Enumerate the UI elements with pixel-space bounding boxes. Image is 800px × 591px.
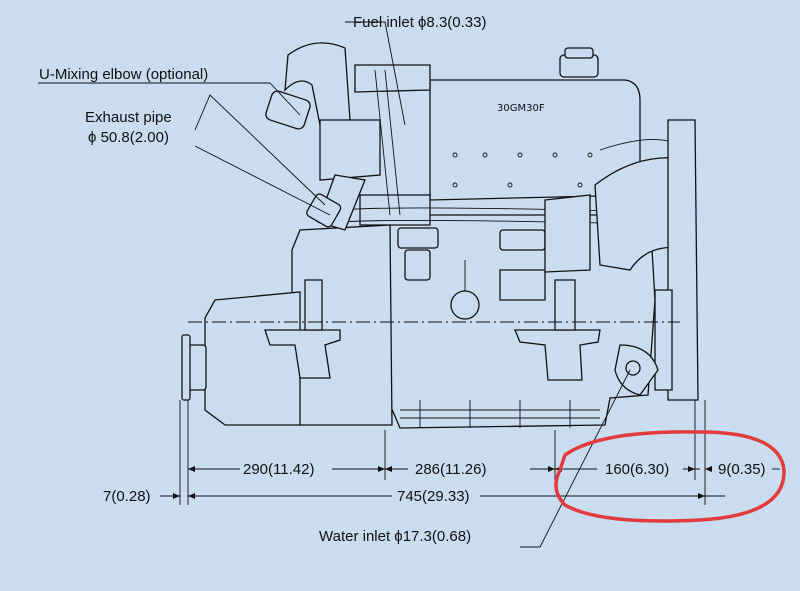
dimension-lines (160, 400, 780, 505)
dimension-9: 9(0.35) (718, 461, 766, 478)
fuel-inlet-label: Fuel inlet ϕ8.3(0.33) (353, 14, 486, 31)
dimension-286: 286(11.26) (415, 461, 486, 478)
callout-leaders (38, 21, 631, 548)
highlight-circle (554, 430, 786, 523)
dimension-160: 160(6.30) (605, 461, 669, 478)
u-mixing-elbow-label: U-Mixing elbow (optional) (39, 66, 208, 83)
exhaust-pipe-diameter-label: ϕ 50.8(2.00) (88, 129, 169, 146)
dimension-290: 290(11.42) (243, 461, 314, 478)
engine-outline: 30GM30F (181, 42, 699, 429)
water-inlet-label: Water inlet ϕ17.3(0.68) (319, 528, 471, 545)
exhaust-pipe-label: Exhaust pipe (85, 109, 172, 126)
model-label: 30GM30F (497, 103, 545, 114)
dimension-745: 745(29.33) (397, 488, 470, 505)
dimension-7: 7(0.28) (103, 488, 151, 505)
